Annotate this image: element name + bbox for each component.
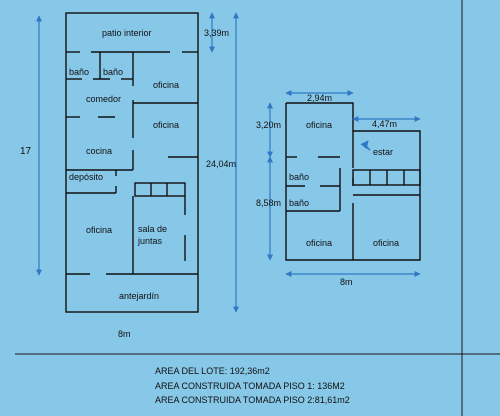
- summary-floor1-area: AREA CONSTRUIDA TOMADA PISO 1: 136M2: [155, 381, 345, 391]
- room-label-patio: patio interior: [102, 28, 152, 38]
- room-label-cocina: cocina: [86, 146, 113, 156]
- dim-label-left-height: 17: [20, 146, 32, 157]
- summary-floor2-area: AREA CONSTRUIDA TOMADA PISO 2:81,61m2: [155, 395, 350, 405]
- room-label-bano-2: baño: [103, 67, 124, 77]
- room-label-estar: estar: [373, 147, 394, 157]
- left-stair: [134, 182, 186, 197]
- room-label-sala-line2: juntas: [138, 236, 163, 246]
- room-label-deposito: depósito: [69, 172, 104, 182]
- estar-arrow-icon: [360, 140, 371, 151]
- room-label-oficina-3: oficina: [86, 225, 113, 235]
- right-plan-walls: [285, 102, 421, 261]
- right-outer-wall: [285, 102, 421, 261]
- room-label-right-bano-1: baño: [289, 172, 310, 182]
- summary-lot-area: AREA DEL LOTE: 192,36m2: [155, 366, 270, 376]
- dimension-lines: [36, 12, 421, 313]
- dim-label-total-length: 24,04m: [206, 159, 237, 169]
- room-label-right-oficina-2: oficina: [306, 238, 333, 248]
- dim-label-right-lower-height: 8,58m: [256, 198, 282, 208]
- left-outer-wall: [65, 12, 199, 313]
- guide-lines: [15, 0, 500, 416]
- dim-label-patio-depth: 3,39m: [204, 28, 230, 38]
- room-label-right-oficina-3: oficina: [373, 238, 400, 248]
- dim-label-right-estar-width: 4,47m: [372, 119, 398, 129]
- dim-label-left-width: 8m: [118, 329, 131, 339]
- dim-label-right-width: 8m: [340, 277, 353, 287]
- room-label-right-oficina-1: oficina: [306, 120, 333, 130]
- left-plan-walls: [65, 12, 199, 313]
- room-label-bano-1: baño: [69, 67, 90, 77]
- dim-label-right-top-width: 2,94m: [307, 93, 333, 103]
- room-label-antejardin: antejardín: [119, 291, 160, 301]
- room-label-oficina-1: oficina: [153, 80, 180, 90]
- room-label-right-bano-2: baño: [289, 198, 310, 208]
- room-label-comedor: comedor: [86, 94, 122, 104]
- room-label-oficina-2: oficina: [153, 120, 180, 130]
- room-label-sala-line1: sala de: [138, 224, 168, 234]
- dim-label-right-upper-height: 3,20m: [256, 120, 282, 130]
